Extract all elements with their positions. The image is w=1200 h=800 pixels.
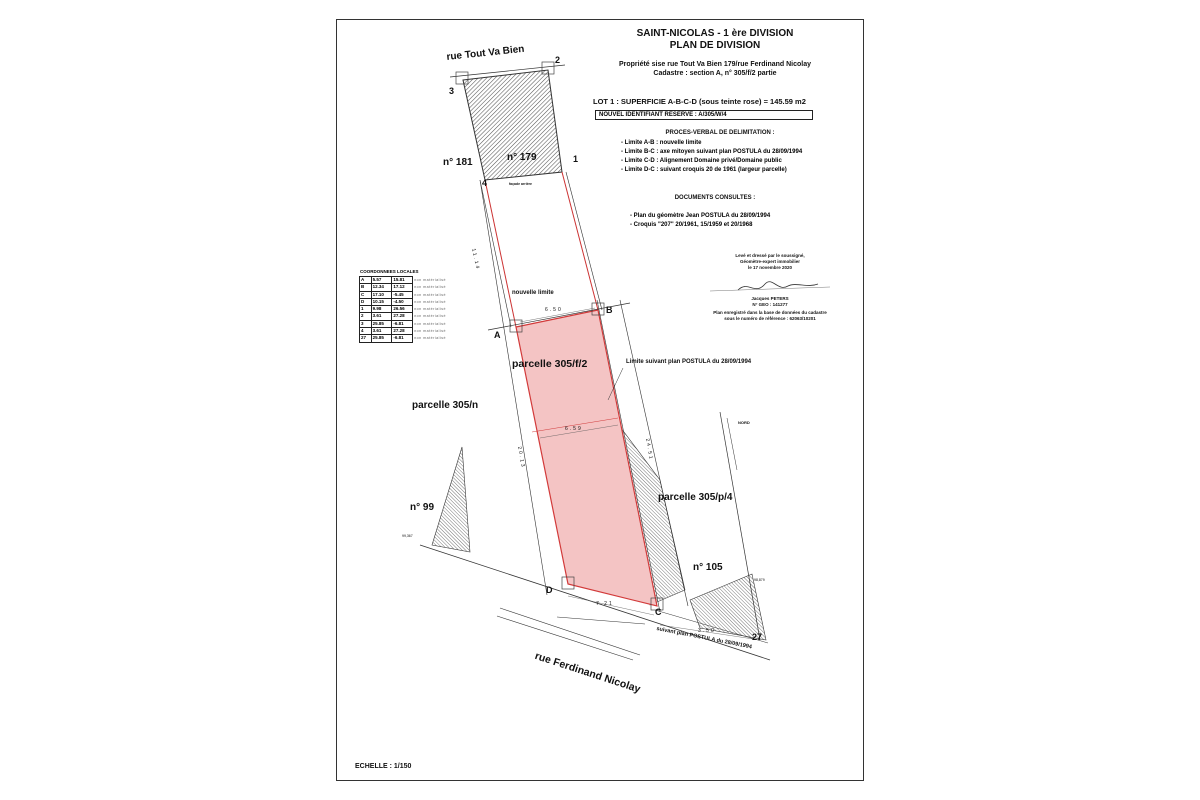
signature-line-2: Géomètre-expert immobilier [739,259,801,264]
lot-superficie: LOT 1 : SUPERFICIE A-B-C-D (sous teinte … [593,97,806,106]
strip-right-edge-2 [565,171,603,311]
right-limit-line [619,299,689,607]
point-label-B: B [606,305,613,315]
pv-item-3: - Limite C-D : Alignement Domaine privé/… [621,158,782,164]
marker-D [561,576,575,590]
house-label-179: n° 179 [507,152,537,163]
parcel-label-right: parcelle 305/p/4 [658,492,733,503]
left-long-line [479,179,548,596]
point-label-C: C [655,607,662,617]
point-label-27: 27 [752,632,763,642]
altitude-right: 98,879 [754,578,765,582]
property-line-2: Cadastre : section A, n° 305/f/2 partie [653,70,777,77]
marker-2 [541,61,555,75]
lot-inner-line [531,417,619,433]
house-label-99: n° 99 [410,502,435,513]
marker-B [591,302,605,316]
neighbour-left-hatched [431,446,471,553]
plan-title: SAINT-NICOLAS - 1 ère DIVISION [636,28,794,39]
postula-leader [607,367,624,401]
strip-left-edge-2 [479,179,512,328]
strip-left-edge [484,179,517,328]
dim-c27-line [659,624,761,641]
coordinates-title: COORDONNEES LOCALES [360,269,419,274]
house-179-hatched [462,69,563,181]
documents-title: DOCUMENTS CONSULTES : [674,195,756,201]
plan-subtitle: PLAN DE DIVISION [669,40,761,51]
proces-verbal-title: PROCES-VERBAL DE DELIMITATION : [665,130,775,136]
postula-limit-label: Limite suivant plan POSTULA du 28/09/199… [626,359,752,365]
parcel-label-main: parcelle 305/f/2 [512,358,588,370]
house-label-181: n° 181 [443,157,473,168]
dim-ab-line [519,307,596,323]
pv-item-1: - Limite A-B : nouvelle limite [621,140,702,146]
street-line-3 [496,615,634,661]
north-arrow-icon [719,411,761,641]
marker-3 [455,71,469,85]
dim-dc-line [567,595,655,616]
parcel-label-left: parcelle 305/n [412,400,479,411]
pv-item-2: - Limite B-C : axe mitoyen suivant plan … [621,149,803,155]
registry-line-1: Plan enregistré dans la base de données … [713,310,827,315]
facade-label: façade arrière [509,182,532,186]
signature-name: Jacques PETERS [751,296,789,301]
dimension-ab: 6.50 [545,307,563,313]
signature-line [709,286,831,292]
lot-1-pink-area [515,309,658,607]
signature-number: N° GEO : 141277 [752,302,788,307]
altitude-left: 99,367 [402,534,413,538]
street-line-2 [499,607,641,656]
right-long-line [596,299,661,613]
point-label-1: 1 [573,154,579,164]
nouvelle-limite-label: nouvelle limite [512,290,554,296]
street-line-4 [556,616,646,625]
street-line-1 [419,544,771,661]
strip-right-edge [561,171,599,311]
registry-line-2: sous le numéro de référence : 62063/1020… [724,316,816,321]
plan-sheet-border [336,19,864,781]
property-line-1: Propriété sise rue Tout Va Bien 179/rue … [618,61,812,68]
dim-mid-line [539,424,619,439]
pv-item-4: - Limite D-C : suivant croquis 20 de 196… [621,167,787,173]
new-identifier-box: NOUVEL IDENTIFIANT RESERVE : A/305/W/4 [595,110,813,120]
dimension-mid: 6.59 [565,426,583,432]
north-label: NORD [738,420,750,425]
marker-C [650,597,664,611]
dimension-c27: 3.50 [698,628,716,634]
point-label-3: 3 [449,86,455,96]
point-label-D: D [546,585,553,595]
street-line-5 [654,609,769,644]
marker-A [509,319,523,333]
north-arrow-line-2 [726,417,738,471]
signature-mark [737,281,819,291]
doc-item-1: - Plan du géomètre Jean POSTULA du 28/09… [630,213,771,219]
signature-line-1: Levé et dressé par le soussigné, [735,253,805,258]
point-label-A: A [494,330,501,340]
neighbour-right-hatched-2 [689,573,767,641]
scale-label: ECHELLE : 1/150 [355,763,412,770]
top-street-line [449,64,566,78]
point-label-2: 2 [555,55,561,65]
doc-item-2: - Croquis "207" 20/1961, 15/1959 et 20/1… [630,222,753,228]
dimension-dc: 7.21 [596,601,614,607]
signature-line-3: le 17 novembre 2020 [747,265,793,270]
point-label-4: 4 [482,178,488,188]
house-label-105: n° 105 [693,562,723,573]
nouvelle-limite-line [487,302,631,331]
